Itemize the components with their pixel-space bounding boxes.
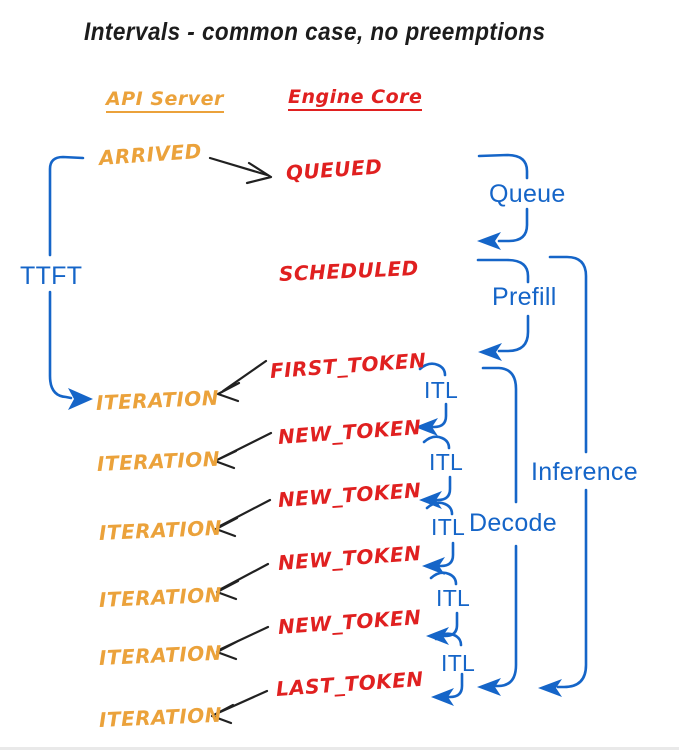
inference-line <box>538 255 588 697</box>
queue-bracket <box>477 153 529 250</box>
column-header-engine-core: Engine Core <box>288 86 423 111</box>
interval-label-queue: Queue <box>489 180 566 208</box>
interval-label-prefill: Prefill <box>492 283 557 311</box>
interval-label-itl-1: ITL <box>424 377 459 403</box>
page-edge <box>0 747 679 750</box>
token-to-iteration-arrows <box>210 359 273 725</box>
interval-label-decode: Decode <box>469 509 557 537</box>
prefill-bracket <box>476 258 530 361</box>
interval-label-itl-3: ITL <box>431 514 466 540</box>
interval-label-ttft: TTFT <box>20 262 83 290</box>
interval-label-itl-4: ITL <box>436 585 471 611</box>
interval-label-inference: Inference <box>531 458 638 486</box>
interval-label-itl-5: ITL <box>441 650 476 676</box>
page-title: Intervals - common case, no preemptions <box>84 18 546 46</box>
interval-label-itl-2: ITL <box>429 449 464 475</box>
column-header-api-server: API Server <box>106 88 224 113</box>
ttft-bracket <box>48 155 93 410</box>
decode-line <box>477 366 518 696</box>
arrived-to-queued-arrow <box>208 156 273 185</box>
